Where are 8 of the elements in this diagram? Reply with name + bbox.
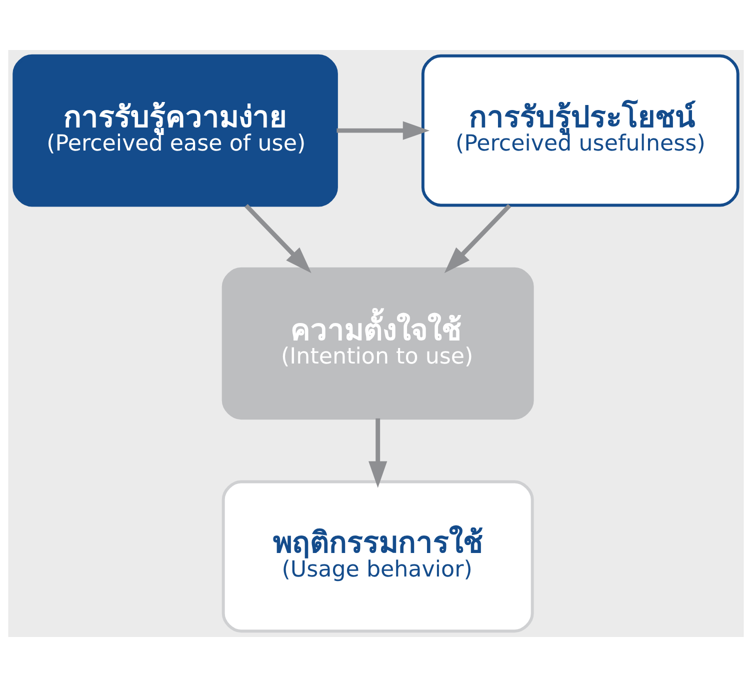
- arrow: [336, 120, 430, 140]
- node-box: ความตั้งใจใช้ (Intention to use): [222, 266, 534, 420]
- node-box: การรับรู้ความง่าย (Perceived ease of use): [12, 54, 338, 206]
- arrow: [368, 418, 388, 488]
- arrow: [244, 203, 312, 273]
- node-box: การรับรู้ประโยชน์ (Perceived usefulness): [421, 54, 740, 206]
- node-box: พฤติกรรมการใช้ (Usage behavior): [222, 480, 534, 632]
- arrow: [444, 203, 512, 273]
